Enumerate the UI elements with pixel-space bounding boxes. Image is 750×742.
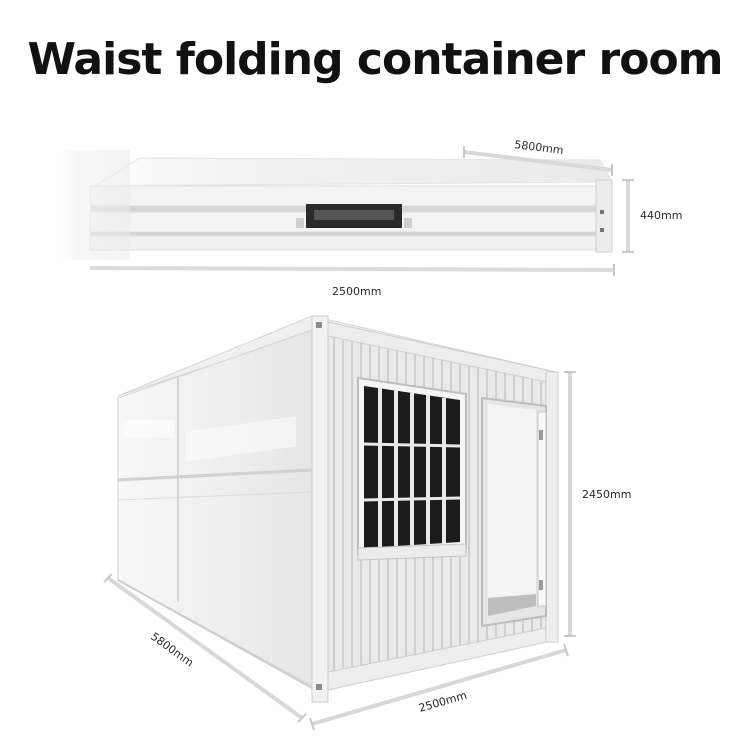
door [481,396,547,628]
page-title: Waist folding container room [27,34,723,85]
folded-length-label: 5800mm [514,138,565,157]
expanded-container [117,315,559,703]
door-leaf [537,411,547,607]
side-wall [117,329,313,687]
expanded-height-label: 2450mm [582,488,631,501]
window [357,376,467,561]
folded-width-label: 2500mm [332,285,381,298]
folded-container [60,150,613,260]
corner-post [311,315,329,703]
folded-height-label: 440mm [640,209,682,222]
window-bars [363,388,461,547]
folded-dimensions: 5800mm 440mm 2500mm [89,138,682,298]
